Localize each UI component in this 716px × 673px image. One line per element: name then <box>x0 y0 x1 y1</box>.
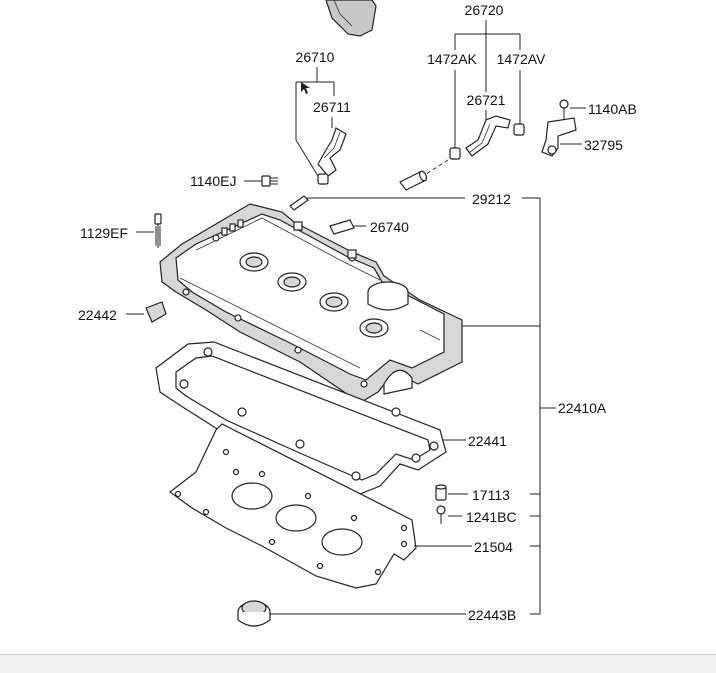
pcv-valve-26740-group: 26740 <box>329 219 409 235</box>
cylinder-head-cover-parts-diagram: 26720 1472AK 1472AV 26721 1140AB 32795 2… <box>78 0 637 627</box>
top-cut-off-part <box>325 0 377 37</box>
cover-gasket-22441: 22441 <box>155 341 507 495</box>
label-26721: 26721 <box>467 92 506 108</box>
bracket-32795-group: 1140AB 32795 <box>541 99 637 157</box>
label-22442: 22442 <box>78 307 117 323</box>
label-1241BC: 1241BC <box>466 509 517 525</box>
label-26710: 26710 <box>296 49 335 65</box>
gasket-plate-21504: 21504 <box>168 423 513 589</box>
footer-strip <box>0 654 716 673</box>
label-1140EJ: 1140EJ <box>190 173 236 189</box>
part-22442-group: 22442 <box>78 301 167 323</box>
breather-hose-assembly: 26720 1472AK 1472AV 26721 <box>419 2 546 179</box>
label-17113: 17113 <box>472 487 510 503</box>
label-26740: 26740 <box>370 219 409 235</box>
label-1472AV: 1472AV <box>497 51 546 67</box>
label-21504: 21504 <box>474 539 513 555</box>
seal-22443B-group: 22443B <box>237 600 516 627</box>
label-1472AK: 1472AK <box>427 51 477 67</box>
label-32795: 32795 <box>584 137 623 153</box>
label-1129EF: 1129EF <box>80 225 128 241</box>
sleeve-17113-group: 17113 <box>435 484 510 503</box>
label-1140AB: 1140AB <box>588 101 637 117</box>
fitting-29212-group: 29212 <box>289 170 540 211</box>
label-22410A: 22410A <box>558 400 607 416</box>
label-29212: 29212 <box>472 191 511 207</box>
label-22443B: 22443B <box>468 607 516 623</box>
cylinder-head-cover-22410A <box>159 203 540 405</box>
bracket-22410A: 22410A <box>530 198 607 615</box>
pcv-hose-group: 26710 26711 <box>295 49 351 185</box>
bolt-1140EJ-group: 1140EJ <box>190 173 278 189</box>
label-26720: 26720 <box>465 2 504 18</box>
bolt-1129EF-group: 1129EF <box>80 213 162 248</box>
mouse-cursor-icon <box>301 82 310 94</box>
screw-1241BC-group: 1241BC <box>436 505 517 525</box>
label-22441: 22441 <box>468 433 507 449</box>
label-26711: 26711 <box>313 99 351 115</box>
